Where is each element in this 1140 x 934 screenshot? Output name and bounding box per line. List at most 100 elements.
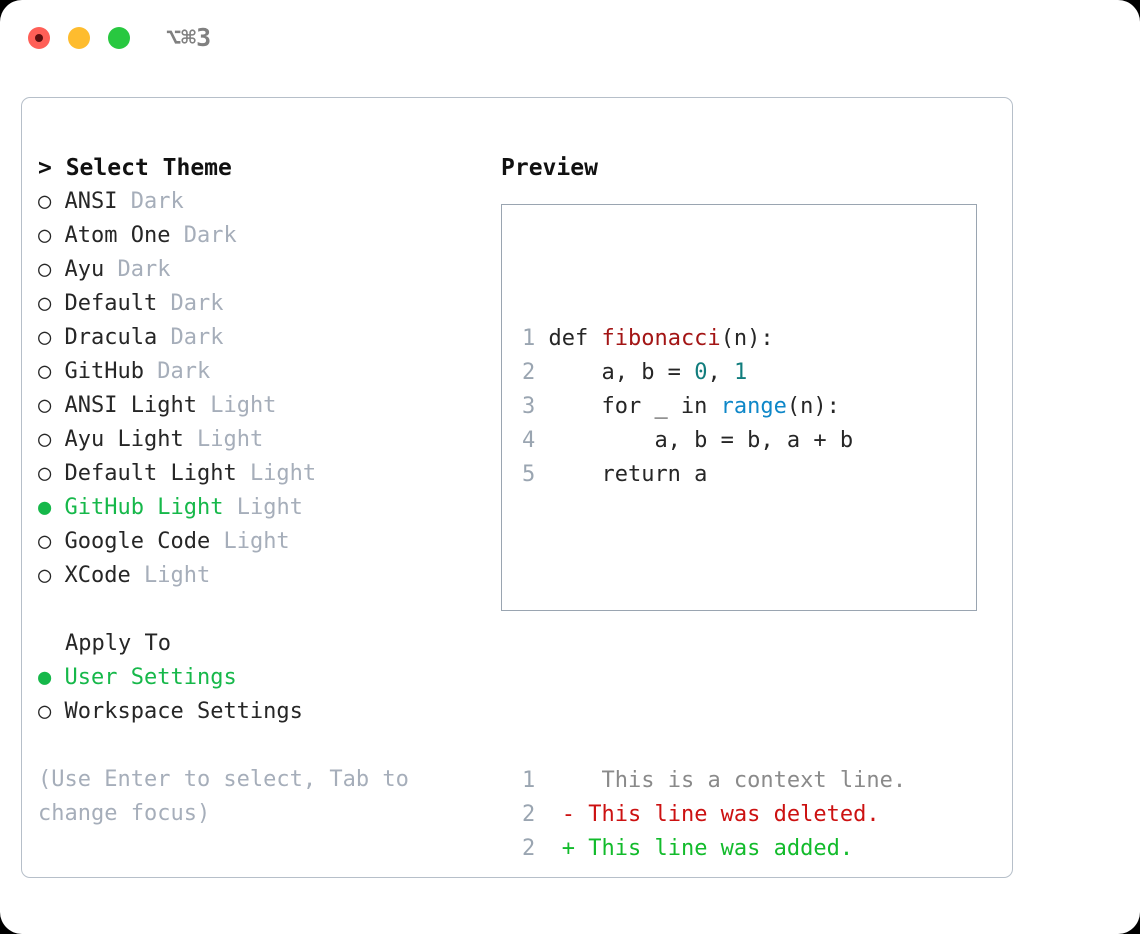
code-line: 4 a, b = b, a + b: [522, 424, 906, 458]
radio-unselected-icon[interactable]: ○: [38, 189, 65, 214]
apply-to-option[interactable]: ● User Settings: [38, 661, 478, 695]
close-window-button[interactable]: [28, 27, 50, 49]
radio-unselected-icon[interactable]: ○: [38, 359, 65, 384]
code-line: 1 def fibonacci(n):: [522, 322, 906, 356]
theme-list-item[interactable]: ○ ANSI Light Light: [38, 389, 478, 423]
radio-unselected-icon[interactable]: ○: [38, 427, 65, 452]
radio-unselected-icon[interactable]: ○: [38, 461, 65, 486]
radio-selected-icon[interactable]: ●: [38, 665, 65, 690]
code-token-plain: (n):: [720, 326, 774, 351]
radio-unselected-icon[interactable]: ○: [38, 563, 65, 588]
theme-variant-badge: Dark: [117, 257, 171, 282]
diff-snippet: 1 This is a context line.2 - This line w…: [522, 764, 906, 866]
theme-name-variant-gap: [197, 393, 210, 418]
diff-line-text: This line was added.: [588, 836, 854, 861]
theme-selector-column: > Select Theme ○ ANSI Dark○ Atom One Dar…: [38, 151, 478, 831]
radio-unselected-icon[interactable]: ○: [38, 291, 65, 316]
content-panel: > Select Theme ○ ANSI Dark○ Atom One Dar…: [21, 97, 1013, 878]
radio-unselected-icon[interactable]: ○: [38, 325, 65, 350]
theme-name: Dracula: [64, 325, 158, 350]
diff-line: 1 This is a context line.: [522, 764, 906, 798]
theme-name: Google Code: [64, 529, 211, 554]
theme-name-variant-gap: [117, 189, 130, 214]
apply-to-heading: Apply To: [65, 631, 171, 656]
minimize-window-button[interactable]: [68, 27, 90, 49]
radio-selected-icon[interactable]: ●: [38, 495, 65, 520]
theme-variant-badge: Light: [249, 461, 317, 486]
diff-line-number: 2: [522, 802, 536, 827]
code-diff-spacer-2: [522, 662, 906, 696]
theme-variant-badge: Dark: [183, 223, 237, 248]
theme-variant-badge: Dark: [170, 325, 224, 350]
code-token-plain: (n):: [786, 394, 840, 419]
theme-list-item[interactable]: ○ Ayu Light Light: [38, 423, 478, 457]
theme-name-variant-gap: [157, 291, 170, 316]
theme-list-item[interactable]: ○ Ayu Dark: [38, 253, 478, 287]
theme-name-variant-gap: [144, 359, 157, 384]
radio-unselected-icon[interactable]: ○: [38, 257, 65, 282]
theme-name: ANSI: [64, 189, 118, 214]
apply-to-option-label: User Settings: [64, 665, 237, 690]
diff-line: 2 + This line was added.: [522, 832, 906, 866]
select-theme-label: Select Theme: [65, 155, 232, 181]
apply-to-option-label: Workspace Settings: [64, 699, 303, 724]
code-line-number: 2: [522, 360, 536, 385]
diff-sign-added: +: [561, 836, 589, 861]
theme-list-item[interactable]: ○ Default Dark: [38, 287, 478, 321]
code-token-func: fibonacci: [601, 326, 721, 351]
theme-list-item[interactable]: ○ XCode Light: [38, 559, 478, 593]
diff-gutter-gap: [535, 836, 562, 861]
theme-variant-badge: Light: [210, 393, 277, 418]
code-line: 5 return a: [522, 458, 906, 492]
theme-name-variant-gap: [104, 257, 117, 282]
keyboard-hint-text: (Use Enter to select, Tab to change focu…: [38, 767, 409, 826]
diff-line-number: 1: [522, 768, 536, 793]
theme-name: Default Light: [64, 461, 237, 486]
code-line-number: 1: [522, 326, 536, 351]
apply-to-option[interactable]: ○ Workspace Settings: [38, 695, 478, 729]
preview-heading: Preview: [501, 155, 598, 181]
code-token-plain: def: [535, 326, 602, 351]
code-line: 2 a, b = 0, 1: [522, 356, 906, 390]
radio-unselected-icon[interactable]: ○: [38, 393, 65, 418]
hint-spacer: [38, 729, 478, 763]
diff-line-text: This is a context line.: [588, 768, 907, 793]
theme-list-item[interactable]: ○ Atom One Dark: [38, 219, 478, 253]
theme-name-variant-gap: [210, 529, 223, 554]
theme-name-variant-gap: [170, 223, 183, 248]
code-diff-spacer: [522, 560, 906, 594]
radio-unselected-icon[interactable]: ○: [38, 699, 65, 724]
diff-sign-context: [562, 768, 589, 793]
theme-list-item[interactable]: ● GitHub Light Light: [38, 491, 478, 525]
radio-unselected-icon[interactable]: ○: [38, 223, 65, 248]
code-token-plain: for _ in: [535, 394, 721, 419]
code-token-num: 0: [694, 360, 708, 385]
theme-variant-badge: Dark: [157, 359, 211, 384]
diff-line-text: This line was deleted.: [588, 802, 880, 827]
theme-list-item[interactable]: ○ Google Code Light: [38, 525, 478, 559]
theme-name: GitHub: [64, 359, 144, 384]
radio-unselected-icon[interactable]: ○: [38, 529, 65, 554]
keyboard-shortcut-label: ⌥⌘3: [166, 23, 212, 52]
theme-list-item[interactable]: ○ GitHub Dark: [38, 355, 478, 389]
code-token-plain: a, b = b, a + b: [535, 428, 854, 453]
theme-name-variant-gap: [237, 461, 250, 486]
maximize-window-button[interactable]: [108, 27, 130, 49]
theme-name-variant-gap: [131, 563, 144, 588]
diff-line: 2 - This line was deleted.: [522, 798, 906, 832]
code-token-num: 1: [733, 360, 748, 385]
theme-variant-badge: Dark: [170, 291, 224, 316]
theme-variant-badge: Light: [143, 563, 211, 588]
theme-list-item[interactable]: ○ ANSI Dark: [38, 185, 478, 219]
theme-list-item[interactable]: ○ Dracula Dark: [38, 321, 478, 355]
theme-list-item[interactable]: ○ Default Light Light: [38, 457, 478, 491]
diff-gutter-gap: [535, 768, 562, 793]
theme-variant-badge: Dark: [130, 189, 184, 214]
theme-name-variant-gap: [184, 427, 197, 452]
theme-variant-badge: Light: [236, 495, 303, 520]
theme-name: Ayu: [64, 257, 105, 282]
code-token-plain: a, b =: [535, 360, 695, 385]
